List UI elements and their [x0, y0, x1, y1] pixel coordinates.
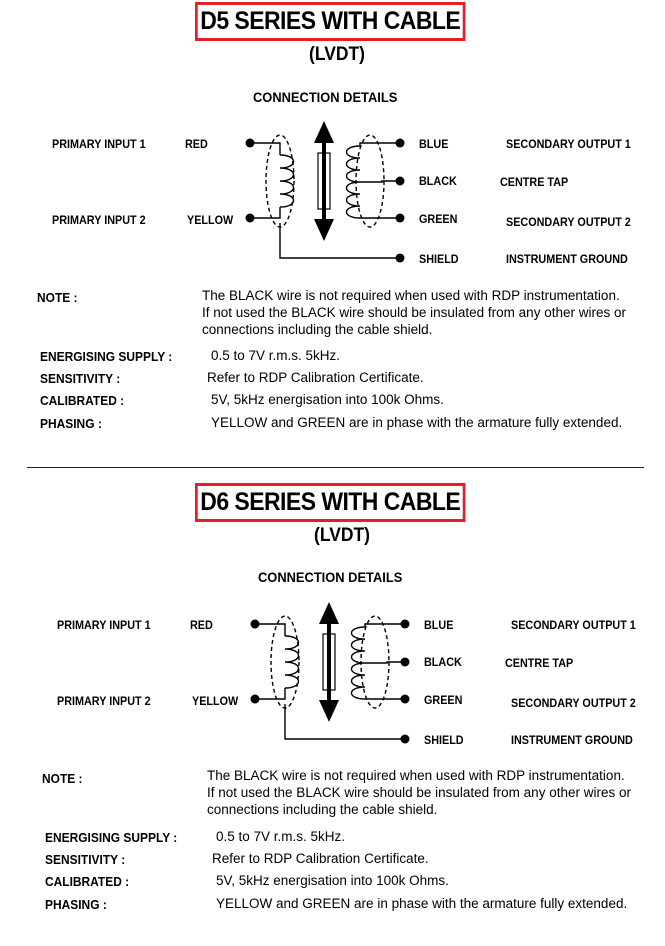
- label-instrument-ground: INSTRUMENT GROUND: [511, 733, 633, 747]
- spec-key-calibrated: CALIBRATED :: [40, 393, 125, 408]
- note-line-3: connections including the cable shield.: [207, 802, 438, 817]
- label-blue: BLUE: [424, 618, 454, 632]
- spec-key-sensitivity: SENSITIVITY :: [45, 852, 126, 867]
- note-line-3: connections including the cable shield.: [202, 322, 433, 337]
- label-secondary-output-2: SECONDARY OUTPUT 2: [506, 215, 631, 229]
- primary-coil-icon: [279, 154, 295, 208]
- spec-key-calibrated: CALIBRATED :: [45, 874, 130, 889]
- spec-key-sensitivity: SENSITIVITY :: [40, 371, 121, 386]
- note-label: NOTE :: [37, 290, 78, 305]
- spec-key-energising-supply: ENERGISING SUPPLY :: [40, 349, 173, 364]
- d5-section: D5 SERIES WITH CABLE (LVDT) CONNECTION D…: [0, 0, 665, 465]
- section-title: D6 SERIES WITH CABLE: [195, 483, 466, 522]
- spec-value-calibrated: 5V, 5kHz energisation into 100k Ohms.: [216, 873, 449, 888]
- note-line-1: The BLACK wire is not required when used…: [202, 288, 620, 303]
- section-subtitle: (LVDT): [309, 44, 365, 65]
- shield-ellipse-right: [360, 615, 390, 709]
- section-subtitle: (LVDT): [314, 525, 370, 546]
- primary-coil-icon: [284, 635, 300, 689]
- label-primary-input-2: PRIMARY INPUT 2: [52, 213, 146, 227]
- spec-value-sensitivity: Refer to RDP Calibration Certificate.: [207, 370, 424, 385]
- label-primary-input-2: PRIMARY INPUT 2: [57, 694, 151, 708]
- terminal-dot-icon: [250, 619, 410, 744]
- shield-ellipse-right: [355, 134, 385, 228]
- secondary-coil-icon: [350, 626, 366, 700]
- connection-details-heading: CONNECTION DETAILS: [258, 569, 403, 585]
- spec-key-energising-supply: ENERGISING SUPPLY :: [45, 830, 178, 845]
- lvdt-wiring-diagram: [245, 121, 405, 263]
- label-instrument-ground: INSTRUMENT GROUND: [506, 252, 628, 266]
- label-yellow: YELLOW: [192, 694, 239, 708]
- label-primary-input-1: PRIMARY INPUT 1: [52, 137, 146, 151]
- spec-key-phasing: PHASING :: [40, 416, 102, 431]
- label-shield: SHIELD: [419, 252, 459, 266]
- section-title: D5 SERIES WITH CABLE: [195, 2, 466, 41]
- d6-section: D6 SERIES WITH CABLE (LVDT) CONNECTION D…: [0, 481, 665, 946]
- label-secondary-output-2: SECONDARY OUTPUT 2: [511, 696, 636, 710]
- spec-value-sensitivity: Refer to RDP Calibration Certificate.: [212, 851, 429, 866]
- spec-value-phasing: YELLOW and GREEN are in phase with the a…: [211, 415, 623, 430]
- label-black: BLACK: [419, 174, 457, 188]
- secondary-coil-icon: [345, 145, 361, 219]
- spec-value-energising-supply: 0.5 to 7V r.m.s. 5kHz.: [211, 348, 341, 363]
- note-line-2: If not used the BLACK wire should be ins…: [202, 305, 626, 320]
- spec-value-energising-supply: 0.5 to 7V r.m.s. 5kHz.: [216, 829, 346, 844]
- label-blue: BLUE: [419, 137, 449, 151]
- note-line-1: The BLACK wire is not required when used…: [207, 768, 625, 783]
- spec-key-phasing: PHASING :: [45, 897, 107, 912]
- label-secondary-output-1: SECONDARY OUTPUT 1: [511, 618, 636, 632]
- double-arrow-icon: [319, 602, 339, 722]
- note-label: NOTE :: [42, 771, 83, 786]
- shield-ellipse-left: [265, 134, 295, 228]
- label-green: GREEN: [419, 212, 458, 226]
- label-red: RED: [190, 618, 213, 632]
- label-primary-input-1: PRIMARY INPUT 1: [57, 618, 151, 632]
- terminal-dot-icon: [245, 138, 405, 263]
- label-yellow: YELLOW: [187, 213, 234, 227]
- shield-ellipse-left: [270, 615, 300, 709]
- section-divider: [27, 467, 644, 468]
- label-black: BLACK: [424, 655, 462, 669]
- label-centre-tap: CENTRE TAP: [500, 175, 569, 189]
- label-shield: SHIELD: [424, 733, 464, 747]
- label-green: GREEN: [424, 693, 463, 707]
- lvdt-wiring-diagram: [250, 602, 410, 744]
- label-red: RED: [185, 137, 208, 151]
- spec-value-phasing: YELLOW and GREEN are in phase with the a…: [216, 896, 628, 911]
- label-secondary-output-1: SECONDARY OUTPUT 1: [506, 137, 631, 151]
- label-centre-tap: CENTRE TAP: [505, 656, 574, 670]
- note-line-2: If not used the BLACK wire should be ins…: [207, 785, 631, 800]
- double-arrow-icon: [314, 121, 334, 241]
- spec-value-calibrated: 5V, 5kHz energisation into 100k Ohms.: [211, 392, 444, 407]
- connection-details-heading: CONNECTION DETAILS: [253, 89, 398, 105]
